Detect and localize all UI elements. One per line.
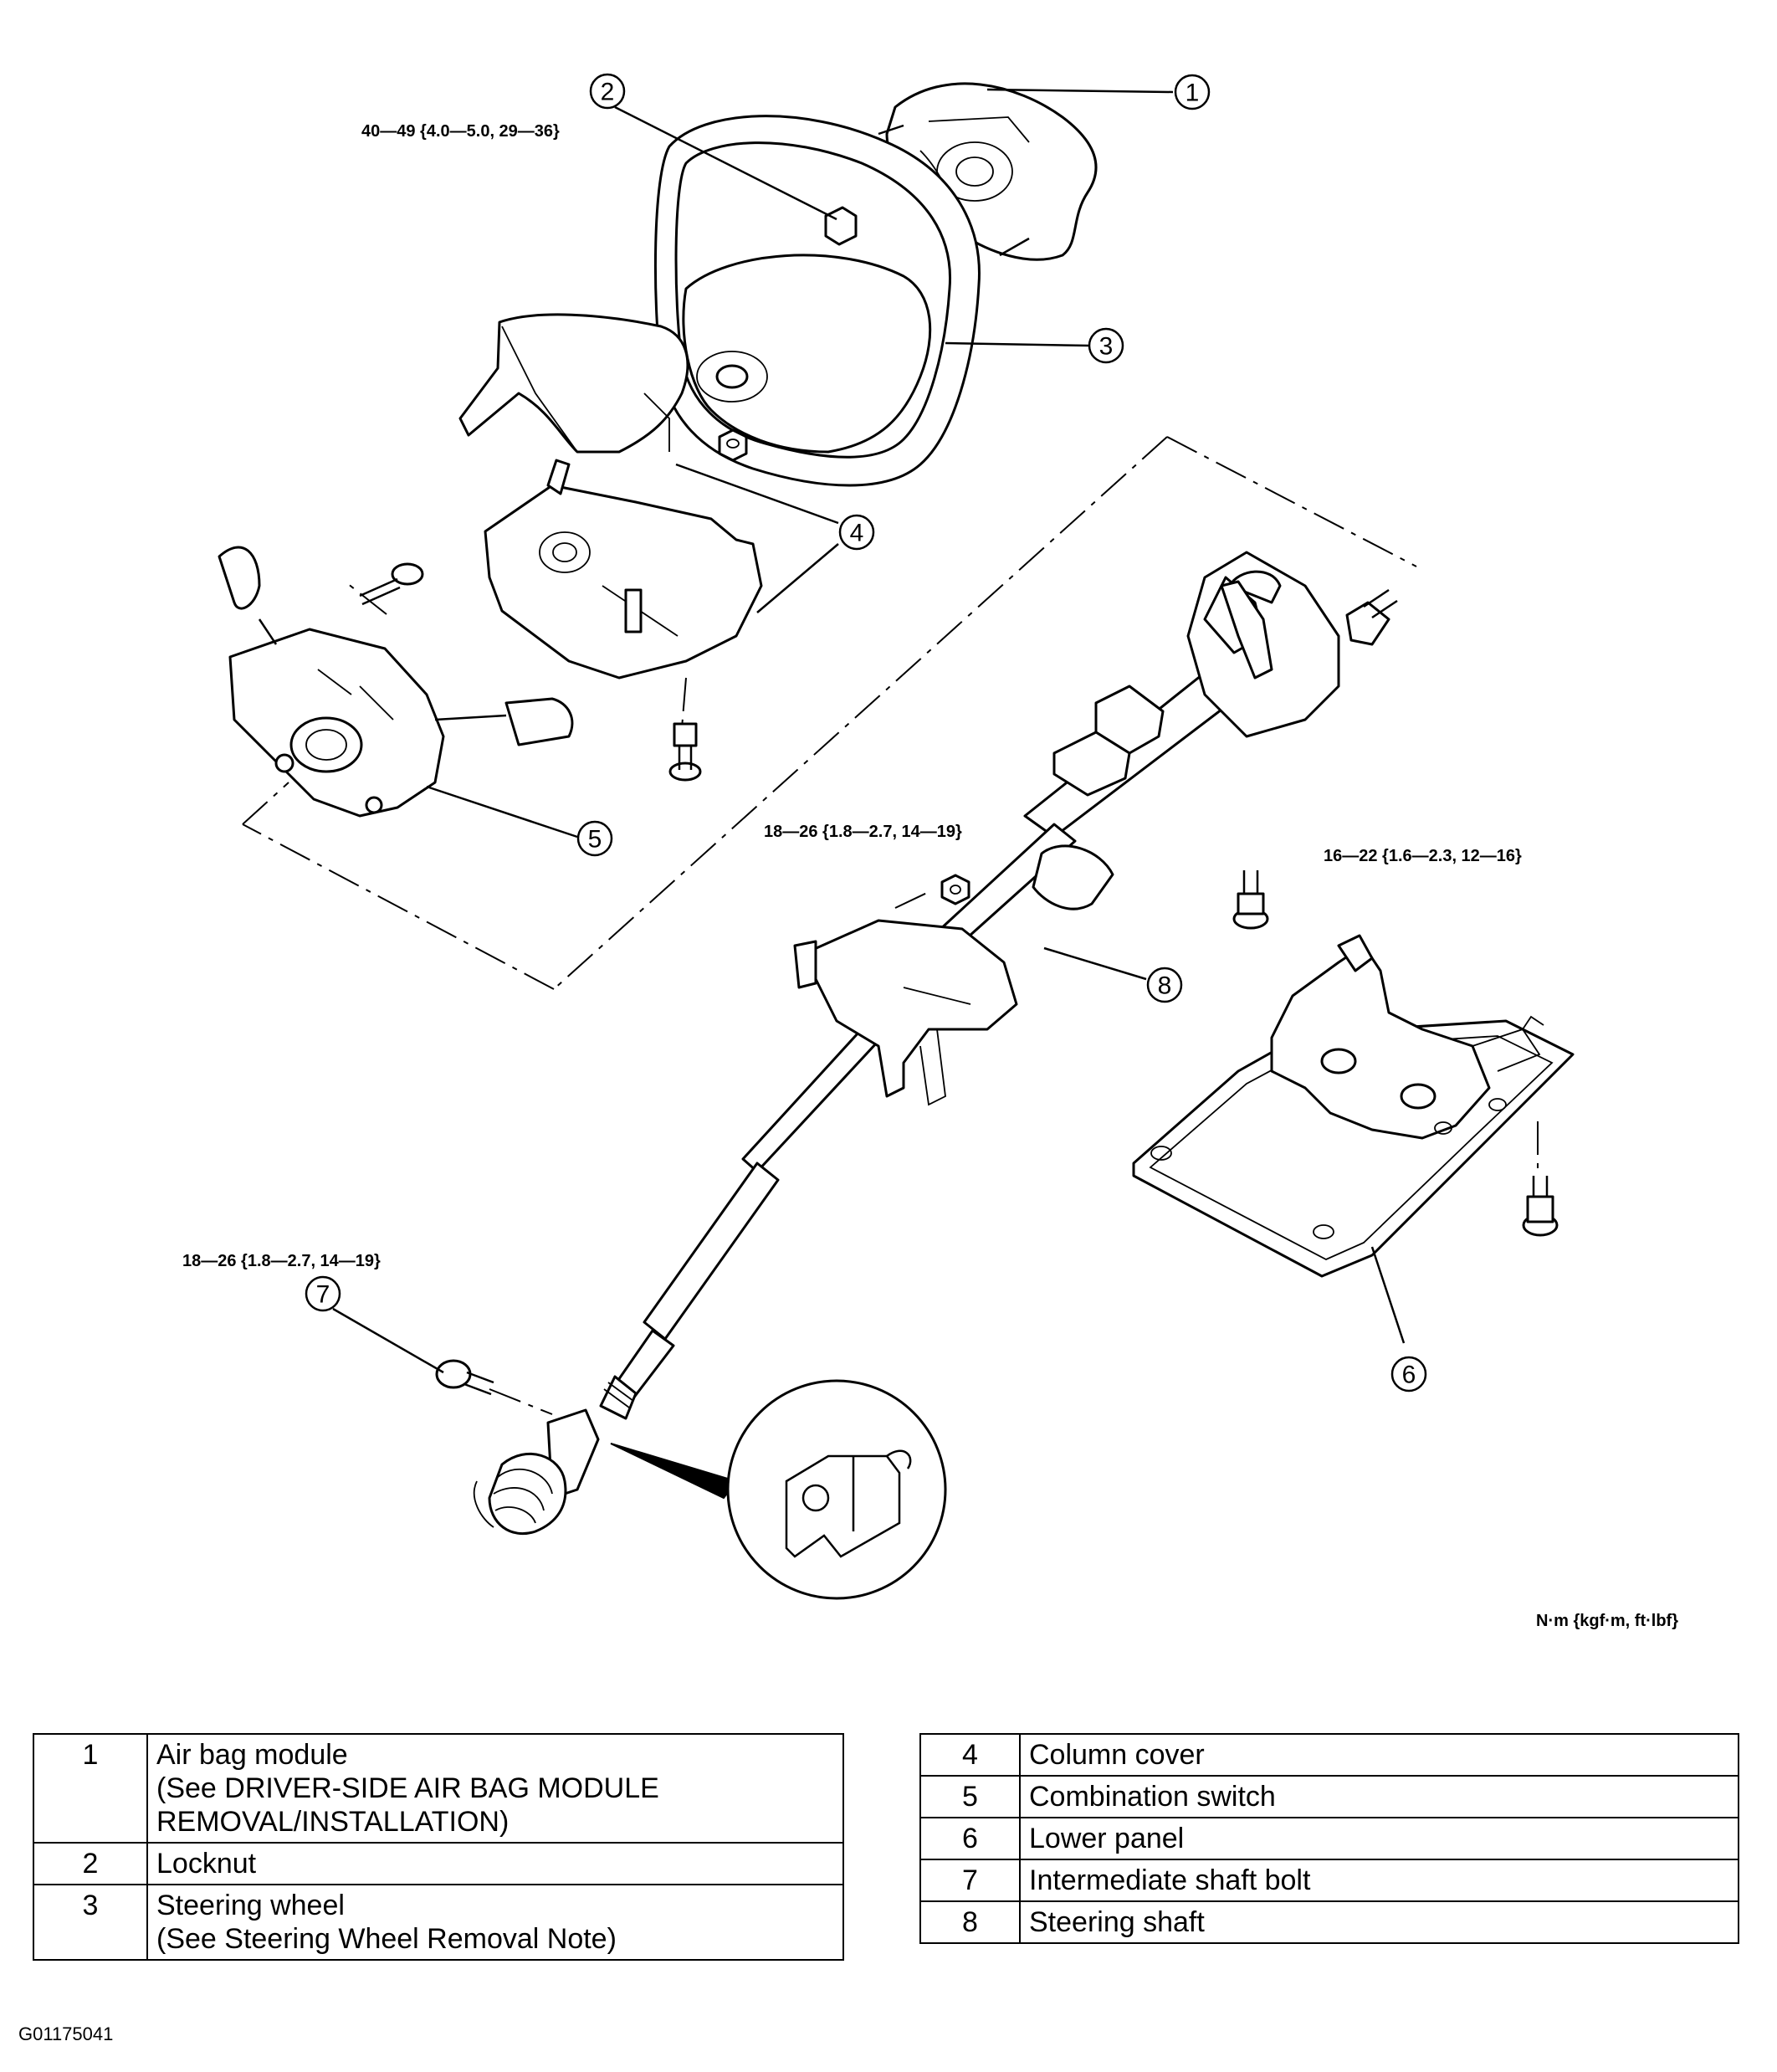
legend-text: Air bag module xyxy=(156,1739,348,1771)
intermediate-shaft-joint xyxy=(473,1408,600,1536)
column-cover-upper xyxy=(458,313,689,454)
legend-description: Air bag module (See DRIVER-SIDE AIR BAG … xyxy=(146,1733,844,1844)
legend-text: (See Steering Wheel Removal Note) xyxy=(156,1923,617,1955)
torque-label-locknut: 40—49 {4.0—5.0, 29—36} xyxy=(361,122,560,141)
legend-number: 3 xyxy=(33,1884,148,1961)
svg-text:3: 3 xyxy=(1099,333,1114,361)
column-cover-screw-lower xyxy=(668,722,702,782)
steering-shaft xyxy=(599,551,1398,1420)
locknut xyxy=(718,428,748,462)
legend-description: Steering shaft xyxy=(1019,1900,1739,1944)
legend-row: 1 Air bag module (See DRIVER-SIDE AIR BA… xyxy=(33,1733,844,1844)
torque-label-column-bracket-nut: 18—26 {1.8—2.7, 14—19} xyxy=(764,823,962,841)
parts-legend-right: 4 Column cover 5 Combination switch 6 Lo… xyxy=(919,1733,1739,1944)
steering-wheel xyxy=(653,115,981,487)
legend-row: 7 Intermediate shaft bolt xyxy=(919,1859,1739,1902)
column-bracket-nut xyxy=(940,874,970,905)
callout-5: 5 xyxy=(576,820,613,857)
legend-number: 4 xyxy=(919,1733,1021,1777)
svg-text:7: 7 xyxy=(316,1281,330,1309)
legend-number: 8 xyxy=(919,1900,1021,1944)
intermediate-shaft-bolt xyxy=(435,1359,494,1396)
legend-number: 7 xyxy=(919,1859,1021,1902)
legend-text: Locknut xyxy=(156,1848,257,1880)
legend-text: Steering shaft xyxy=(1029,1906,1205,1938)
torque-label-intermediate-shaft-bolt: 18—26 {1.8—2.7, 14—19} xyxy=(182,1252,381,1270)
units-note: N·m {kgf·m, ft·lbf} xyxy=(1536,1612,1678,1630)
legend-number: 6 xyxy=(919,1817,1021,1860)
callout-6: 6 xyxy=(1390,1356,1427,1392)
legend-description: Lower panel xyxy=(1019,1817,1739,1860)
legend-description: Steering wheel (See Steering Wheel Remov… xyxy=(146,1884,844,1961)
lower-panel xyxy=(1132,934,1575,1278)
legend-number: 5 xyxy=(919,1775,1021,1818)
leader-lines xyxy=(332,88,1406,1374)
legend-text: Intermediate shaft bolt xyxy=(1029,1864,1311,1896)
column-bolt xyxy=(1232,870,1269,930)
parts-legend-left: 1 Air bag module (See DRIVER-SIDE AIR BA… xyxy=(33,1733,844,1961)
legend-text: Lower panel xyxy=(1029,1823,1185,1854)
legend-row: 5 Combination switch xyxy=(919,1775,1739,1818)
legend-text: Steering wheel xyxy=(156,1890,345,1921)
legend-description: Column cover xyxy=(1019,1733,1739,1777)
column-cover-lower xyxy=(484,459,763,680)
legend-number: 2 xyxy=(33,1842,148,1885)
legend-text: Column cover xyxy=(1029,1739,1205,1771)
detail-magnified-view xyxy=(610,1379,947,1600)
figure-code: G01175041 xyxy=(18,2023,114,2044)
torque-label-column-bolt: 16—22 {1.6—2.3, 12—16} xyxy=(1324,847,1522,865)
legend-text: (See DRIVER-SIDE AIR BAG MODULE xyxy=(156,1772,659,1804)
svg-text:8: 8 xyxy=(1158,972,1172,1000)
svg-text:5: 5 xyxy=(588,826,602,854)
svg-text:2: 2 xyxy=(601,79,615,106)
exploded-steering-diagram: 40—49 {4.0—5.0, 29—36} 18—26 {1.8—2.7, 1… xyxy=(182,73,1678,1630)
legend-text: REMOVAL/INSTALLATION) xyxy=(156,1806,510,1838)
combination-switch xyxy=(218,546,574,818)
column-cover-screw-upper xyxy=(359,562,424,606)
legend-row: 3 Steering wheel (See Steering Wheel Rem… xyxy=(33,1884,844,1961)
legend-description: Combination switch xyxy=(1019,1775,1739,1818)
callout-7: 7 xyxy=(305,1275,341,1312)
callout-4: 4 xyxy=(838,514,875,551)
assembly-boundary-line xyxy=(242,436,1417,1415)
legend-row: 2 Locknut xyxy=(33,1842,844,1885)
legend-description: Intermediate shaft bolt xyxy=(1019,1859,1739,1902)
svg-text:1: 1 xyxy=(1186,79,1200,107)
svg-text:4: 4 xyxy=(850,520,864,547)
lower-panel-screw xyxy=(1522,1121,1559,1237)
callout-3: 3 xyxy=(1088,327,1124,364)
legend-text: Combination switch xyxy=(1029,1781,1276,1813)
legend-description: Locknut xyxy=(146,1842,844,1885)
legend-number: 1 xyxy=(33,1733,148,1844)
callout-8: 8 xyxy=(1146,967,1183,1003)
legend-row: 6 Lower panel xyxy=(919,1817,1739,1860)
legend-row: 8 Steering shaft xyxy=(919,1900,1739,1944)
callout-1: 1 xyxy=(1174,74,1211,110)
callout-2: 2 xyxy=(589,73,626,110)
legend-row: 4 Column cover xyxy=(919,1733,1739,1777)
svg-text:6: 6 xyxy=(1402,1362,1416,1389)
